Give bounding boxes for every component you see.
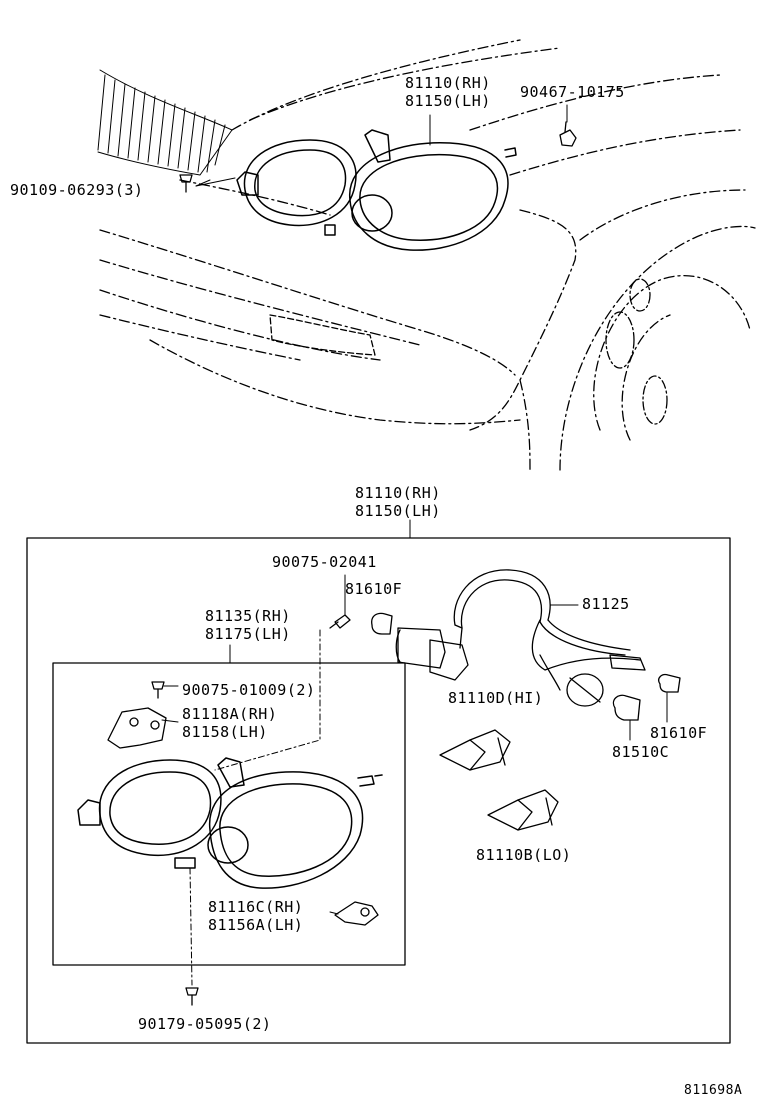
bolt-icon-bottom [185,987,199,1006]
housing-frame [52,662,406,966]
label-bracket-lh: 81158(LH) [182,723,268,741]
socket-harness [395,569,646,707]
clip [329,901,379,926]
label-bulb-81510c: 81510C [612,743,670,761]
assembly-frame [26,537,731,1044]
label-screw-inner: 90075-01009(2) [182,681,316,699]
bulb-81510c [612,694,641,721]
label-bulb-81610f-right: 81610F [650,724,708,742]
label-clip-rh: 81116C(RH) [208,898,304,916]
label-headlamp-rh-top: 81110(RH) [405,74,491,92]
screw-icon-top [329,574,351,629]
label-nut-top: 90467-10175 [520,83,625,101]
label-bulb-81610f-top: 81610F [345,580,403,598]
label-harness: 81125 [582,595,630,613]
label-assembly-rh: 81110(RH) [355,484,441,502]
headlamp-top [236,129,517,251]
bulb-81610f-top [371,612,393,635]
bracket [107,707,179,749]
label-bolt-bottom: 90179-05095(2) [138,1015,272,1033]
leaders-top [195,104,568,187]
label-bulb-lo: 81110B(LO) [476,846,572,864]
label-assembly-lh: 81150(LH) [355,502,441,520]
label-clip-lh: 81156A(LH) [208,916,304,934]
label-headlamp-lh-top: 81150(LH) [405,92,491,110]
label-housing-lh: 81175(LH) [205,625,291,643]
bulb-81610f-right [658,673,681,693]
housing-headlamp [77,757,383,889]
nut-icon-top [559,121,577,147]
diagram-id: 811698A [684,1083,743,1098]
screw-icon-inner [151,681,179,699]
label-screw-top: 90075-02041 [272,553,377,571]
bulb-lo [487,789,559,831]
label-housing-rh: 81135(RH) [205,607,291,625]
bolt-icon-left [179,174,193,193]
grille-hatch [97,69,233,176]
bulb-hi [439,729,511,771]
label-bolt-left: 90109-06293(3) [10,181,144,199]
label-bracket-rh: 81118A(RH) [182,705,278,723]
label-bulb-hi: 81110D(HI) [448,689,544,707]
